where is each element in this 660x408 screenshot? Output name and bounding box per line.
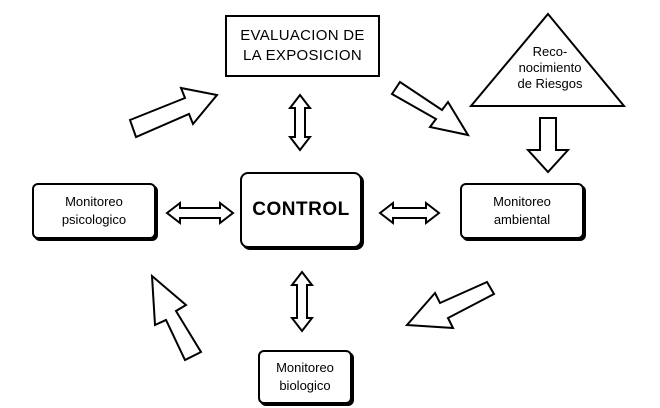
evaluacion-exposicion-box: EVALUACION DE LA EXPOSICION <box>225 15 380 77</box>
cycle-arrow-to-biologico <box>404 280 496 330</box>
reconocimiento-triangle <box>468 12 627 107</box>
control-box: CONTROL <box>240 172 362 248</box>
cycle-arrow-to-psicologico <box>150 273 203 362</box>
double-arrow-control-ambiental <box>378 200 441 226</box>
cycle-arrow-to-reconocimiento <box>390 80 471 137</box>
cycle-arrow-to-evaluacion <box>128 86 219 139</box>
monitoreo-ambiental-box: Monitoreo ambiental <box>460 183 584 239</box>
monitoreo-biologico-box: Monitoreo biologico <box>258 350 352 404</box>
double-arrow-control-biologico <box>289 270 315 333</box>
reconocimiento-riesgos-label: Reco- nocimiento de Riesgos <box>517 44 583 91</box>
double-arrow-control-psicologico <box>165 200 235 226</box>
monitoreo-psicologico-box: Monitoreo psicologico <box>32 183 156 239</box>
cycle-arrow-to-ambiental <box>525 117 571 174</box>
double-arrow-evaluacion-control <box>287 93 313 152</box>
